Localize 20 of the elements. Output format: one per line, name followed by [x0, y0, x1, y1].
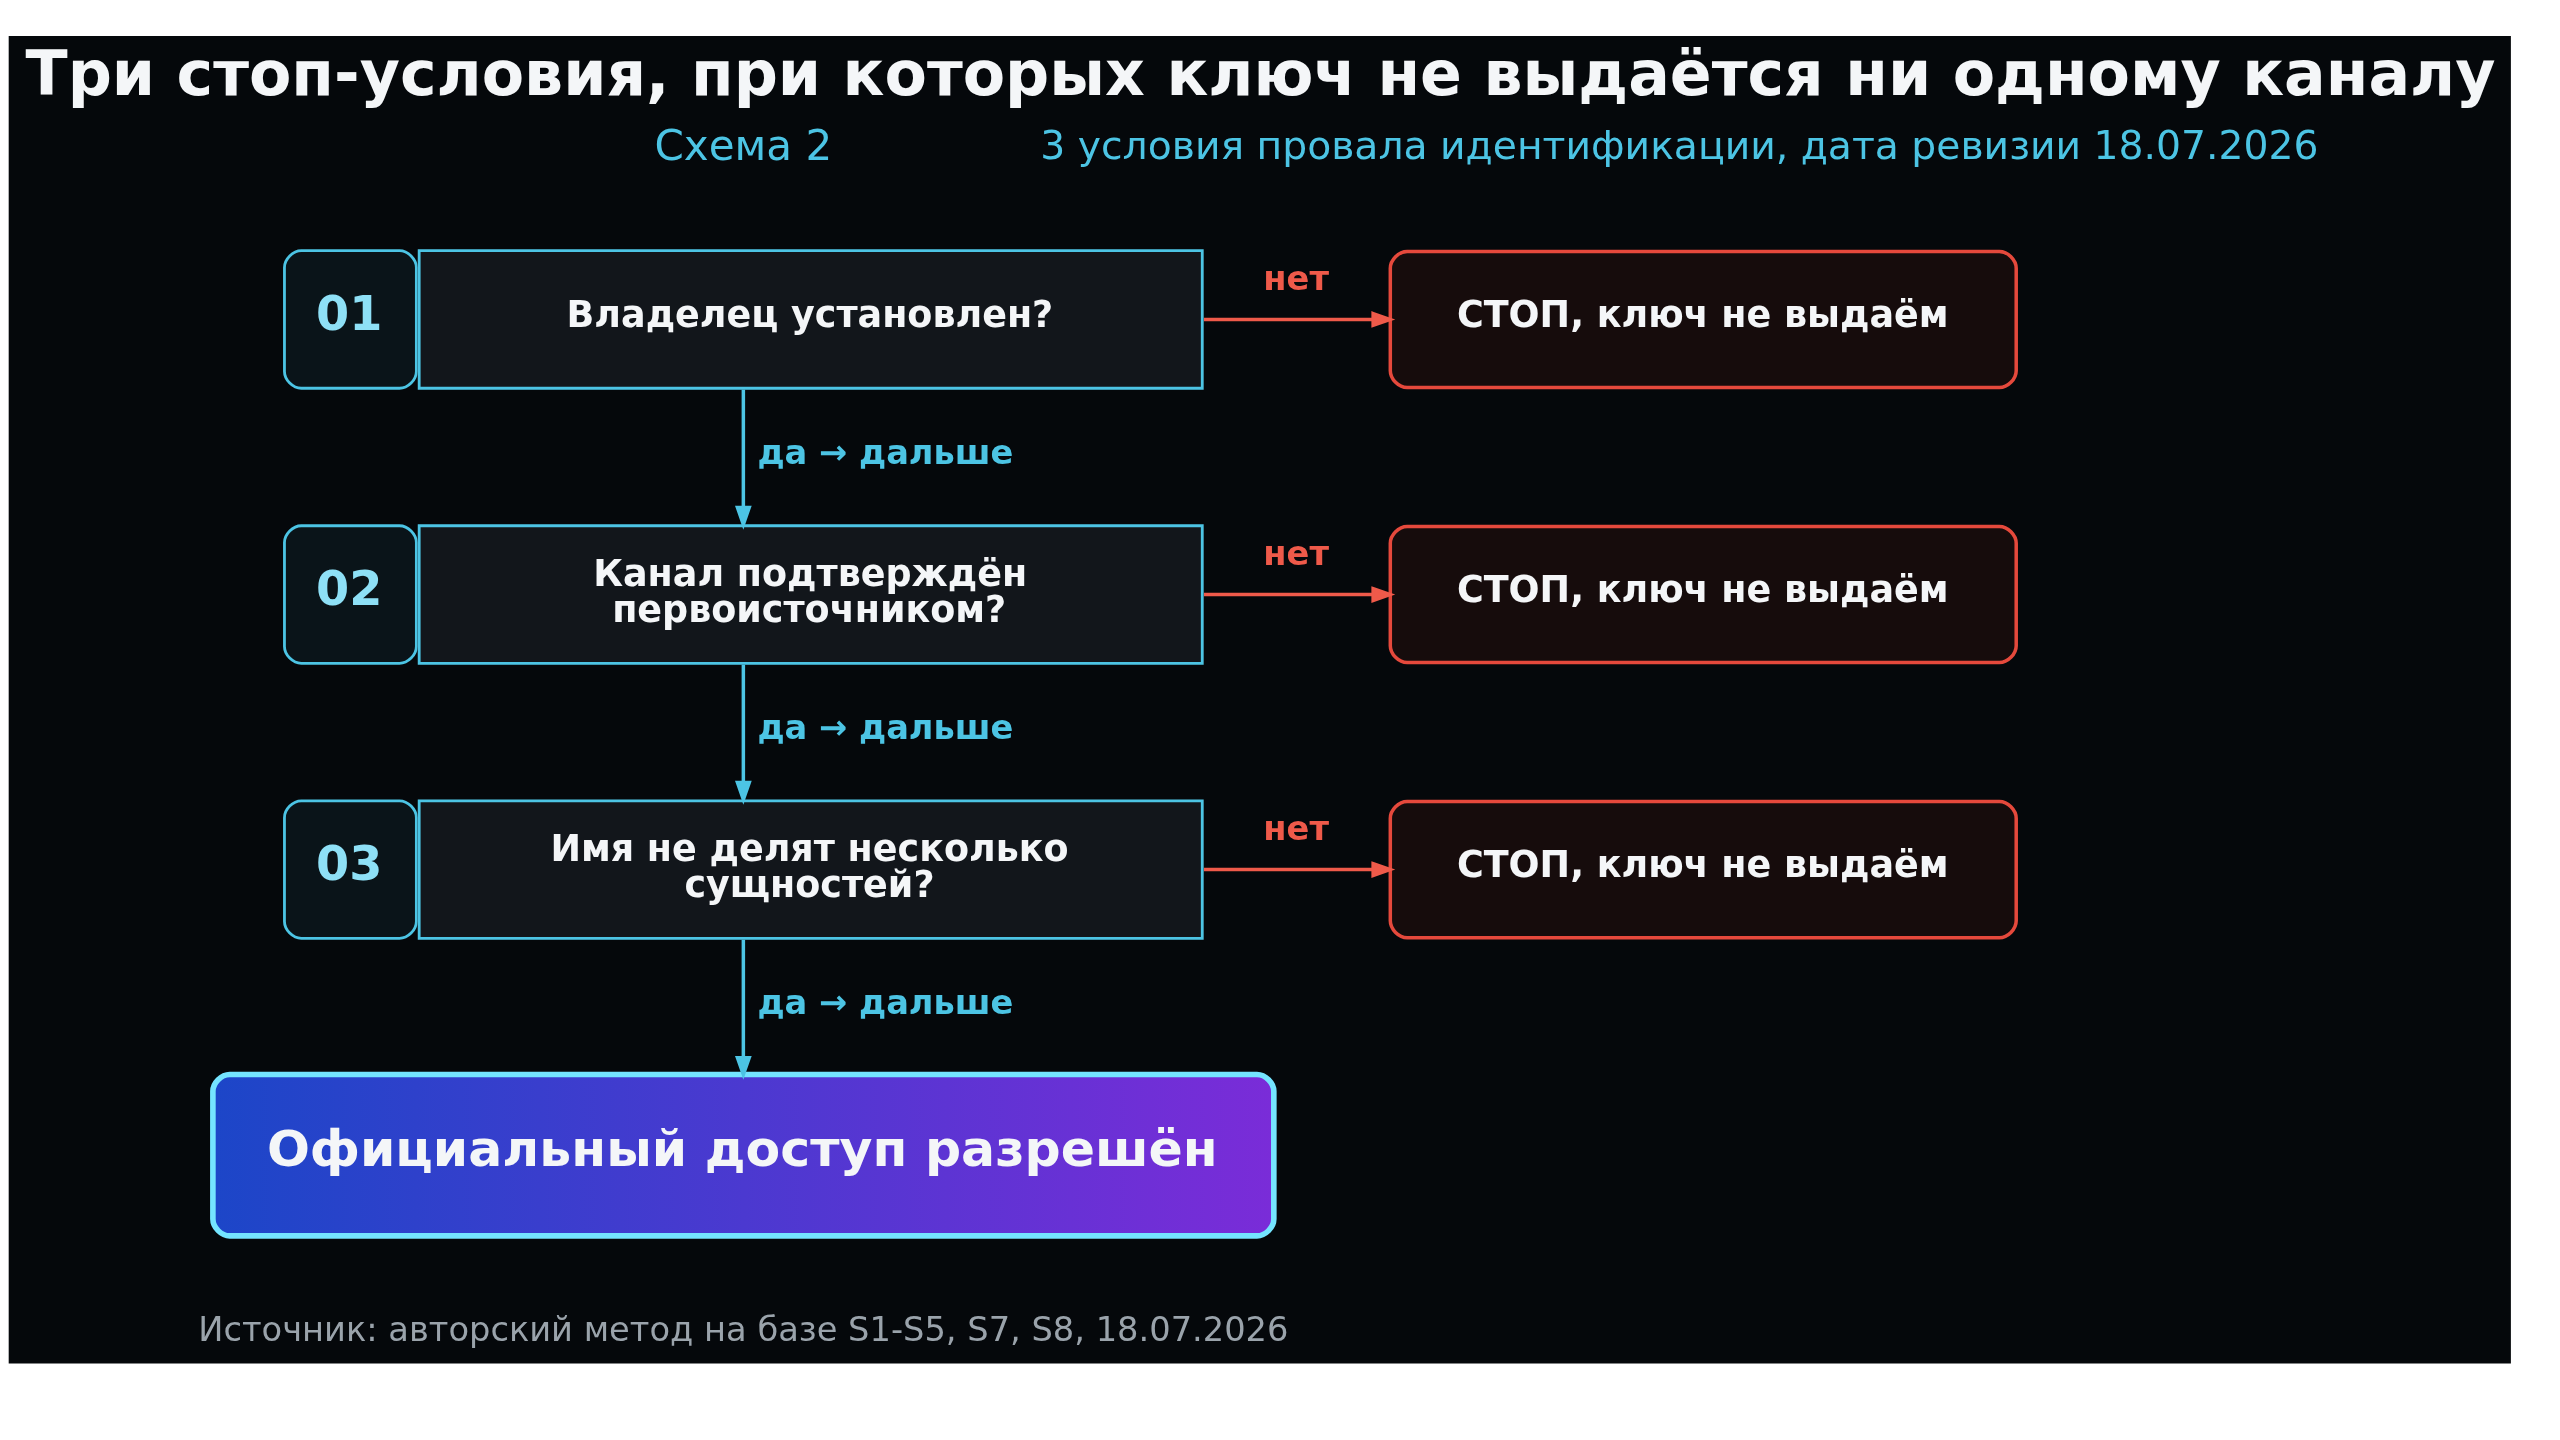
arrow	[735, 939, 752, 1080]
node-box: СТОП, ключ не выдаём	[1388, 249, 2018, 390]
arrow	[1204, 861, 1396, 878]
arrow	[1204, 311, 1396, 328]
node-box: СТОП, ключ не выдаём	[1388, 799, 2018, 940]
edge-label: нет	[1263, 259, 1329, 299]
edge-label: нет	[1263, 809, 1329, 849]
node-box: СТОП, ключ не выдаём	[1388, 524, 2018, 665]
label: Источник: авторский метод на базе S1-S5, S7, S8, 18.07.2026	[198, 1310, 1289, 1350]
diagram-title: Три стоп-условия, при которых ключ не выдаётся ни одному каналу	[25, 38, 2496, 111]
edge-label: да → дальше	[757, 433, 1014, 473]
label: 3 условия провала идентификации, дата ревизии 18.07.2026	[1040, 122, 2319, 168]
edge-label: да → дальше	[757, 708, 1014, 748]
edge-label: нет	[1263, 534, 1329, 574]
arrow	[735, 389, 752, 530]
node-box: Официальный доступ разрешён	[210, 1071, 1277, 1239]
arrow	[1204, 586, 1396, 603]
label: Схема 2	[654, 120, 833, 170]
edge-label: да → дальше	[757, 983, 1014, 1023]
arrow	[735, 664, 752, 805]
